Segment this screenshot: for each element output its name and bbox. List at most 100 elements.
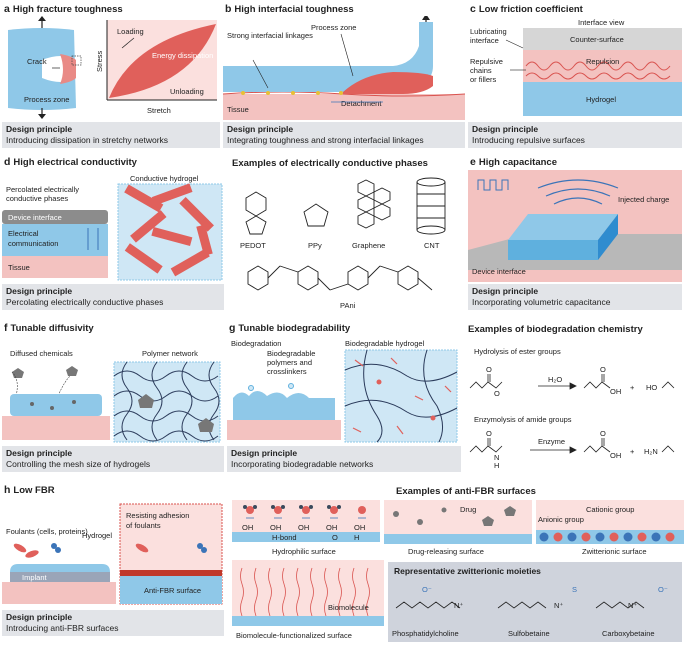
svg-text:OH: OH: [354, 523, 365, 532]
svg-text:PPy: PPy: [308, 241, 322, 250]
svg-text:Loading: Loading: [117, 27, 144, 36]
svg-text:Injected charge: Injected charge: [618, 195, 669, 204]
svg-text:H-bond: H-bond: [272, 533, 297, 542]
svg-text:Percolated electrically: Percolated electrically: [6, 185, 79, 194]
svg-text:OH: OH: [610, 387, 621, 396]
svg-text:Drug: Drug: [460, 505, 476, 514]
conductive-phases-structures: PEDOT PPy Graphene CNT PAni: [240, 177, 446, 310]
hydrophilic-surface: OH OH OH OH OH H-bond O H Hydrophilic su…: [232, 500, 380, 556]
svg-text:O: O: [486, 429, 492, 438]
svg-text:H₂O: H₂O: [548, 375, 562, 384]
drug-releasing-surface: Drug Drug-releasing surface: [384, 500, 532, 556]
svg-text:conductive phases: conductive phases: [6, 194, 68, 203]
svg-text:Anti-FBR surface: Anti-FBR surface: [144, 586, 201, 595]
svg-text:Interface view: Interface view: [578, 18, 625, 27]
biomolecule-surface: Biomolecule Biomolecule-functionalized s…: [232, 560, 384, 640]
svg-text:N⁺: N⁺: [554, 601, 563, 610]
svg-text:Biomolecule: Biomolecule: [328, 603, 369, 612]
svg-text:Biodegradable: Biodegradable: [267, 349, 315, 358]
svg-text:polymers and: polymers and: [267, 358, 312, 367]
svg-text:Device interface: Device interface: [8, 213, 62, 222]
svg-text:PAni: PAni: [340, 301, 356, 310]
zwitterionic-surface: Cationic group Anionic group Zwitterioni…: [536, 500, 684, 556]
panel-d-figure: Percolated electrically conductive phase…: [2, 174, 223, 281]
svg-text:chains: chains: [470, 66, 492, 75]
panel-a-figure: Crack Process zone Loading Energy dissip…: [2, 16, 220, 120]
svg-text:OH: OH: [270, 523, 281, 532]
svg-text:Foulants (cells, proteins): Foulants (cells, proteins): [6, 527, 88, 536]
svg-text:Biodegradable hydrogel: Biodegradable hydrogel: [345, 339, 425, 348]
svg-text:Enzyme: Enzyme: [538, 437, 565, 446]
svg-text:Phosphatidylcholine: Phosphatidylcholine: [392, 629, 459, 638]
svg-text:O: O: [600, 429, 606, 438]
svg-text:Biodegradation: Biodegradation: [231, 339, 281, 348]
svg-text:Process zone: Process zone: [311, 23, 356, 32]
svg-text:H: H: [354, 533, 359, 542]
svg-text:Hydrophilic surface: Hydrophilic surface: [272, 547, 336, 556]
svg-text:Carboxybetaine: Carboxybetaine: [602, 629, 655, 638]
svg-text:Conductive hydrogel: Conductive hydrogel: [130, 174, 199, 183]
conductive-examples-title: Examples of electrically conductive phas…: [232, 158, 428, 169]
svg-text:H₂N: H₂N: [644, 447, 658, 456]
svg-text:or fillers: or fillers: [470, 75, 497, 84]
anti-fbr-examples-title: Examples of anti-FBR surfaces: [396, 486, 536, 497]
svg-text:Stretch: Stretch: [147, 106, 171, 115]
svg-text:Polymer network: Polymer network: [142, 349, 198, 358]
svg-text:PEDOT: PEDOT: [240, 241, 266, 250]
svg-text:S: S: [572, 585, 577, 594]
svg-text:Detachment: Detachment: [341, 99, 382, 108]
svg-text:Zwitterionic surface: Zwitterionic surface: [582, 547, 647, 556]
svg-text:interface: interface: [470, 36, 499, 45]
panel-c-figure: Interface view Counter-surface Repulsion…: [470, 18, 682, 116]
svg-text:communication: communication: [8, 239, 58, 248]
svg-text:CNT: CNT: [424, 241, 440, 250]
svg-text:H: H: [494, 461, 499, 470]
biodegradation-examples-title: Examples of biodegradation chemistry: [468, 324, 643, 335]
svg-text:O: O: [600, 365, 606, 374]
svg-text:Device interface: Device interface: [472, 267, 526, 276]
svg-text:N: N: [494, 453, 499, 462]
svg-text:Crack: Crack: [27, 57, 47, 66]
panel-e-figure: Injected charge Device interface: [468, 170, 682, 282]
svg-text:Process zone: Process zone: [24, 95, 69, 104]
svg-text:Resisting adhesion: Resisting adhesion: [126, 511, 189, 520]
svg-text:Diffused chemicals: Diffused chemicals: [10, 349, 73, 358]
svg-text:Hydrogel: Hydrogel: [82, 531, 112, 540]
svg-text:OH: OH: [242, 523, 253, 532]
svg-text:Lubricating: Lubricating: [470, 27, 507, 36]
svg-text:N⁺: N⁺: [628, 601, 637, 610]
panel-b-figure: Strong interfacial linkages Process zone…: [223, 16, 465, 120]
svg-text:+: +: [630, 383, 635, 392]
svg-text:O⁻: O⁻: [422, 585, 432, 594]
svg-text:HO: HO: [646, 383, 657, 392]
svg-text:Cationic group: Cationic group: [586, 505, 634, 514]
zwitterionic-moieties: Representative zwitterionic moieties O⁻ …: [388, 562, 682, 642]
svg-text:Representative zwitterionic mo: Representative zwitterionic moieties: [394, 566, 541, 576]
svg-text:Enzymolysis of amide groups: Enzymolysis of amide groups: [474, 415, 572, 424]
svg-text:O⁻: O⁻: [658, 585, 668, 594]
svg-text:of foulants: of foulants: [126, 521, 161, 530]
svg-text:Implant: Implant: [22, 573, 48, 582]
svg-text:Hydrolysis of ester groups: Hydrolysis of ester groups: [474, 347, 561, 356]
svg-text:Graphene: Graphene: [352, 241, 385, 250]
svg-text:Unloading: Unloading: [170, 87, 204, 96]
svg-text:Sulfobetaine: Sulfobetaine: [508, 629, 550, 638]
svg-text:Drug-releasing surface: Drug-releasing surface: [408, 547, 484, 556]
svg-text:Tissue: Tissue: [227, 105, 249, 114]
svg-text:O: O: [486, 365, 492, 374]
